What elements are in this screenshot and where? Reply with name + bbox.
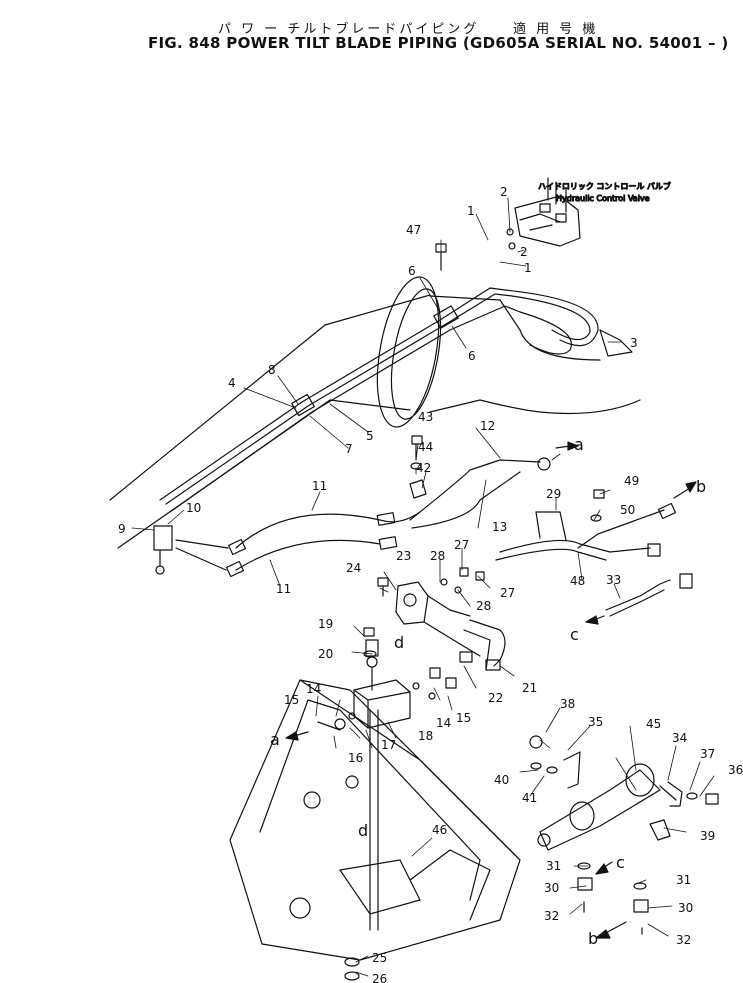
callout-12: 12 (480, 419, 495, 433)
connector-b: b (696, 477, 706, 496)
callout-30: 30 (678, 901, 693, 915)
arrow-b-bottom (595, 929, 611, 939)
callout-26: 26 (372, 972, 387, 983)
callout-45: 45 (646, 717, 661, 731)
small-fittings (344, 228, 719, 981)
callout-31: 31 (676, 873, 691, 887)
callout-21: 21 (522, 681, 537, 695)
callout-5: 5 (366, 429, 374, 443)
arrow-c-bottom (595, 863, 609, 875)
frame-pipes (159, 287, 633, 513)
callout-8: 8 (268, 363, 276, 377)
callout-13: 13 (492, 520, 507, 534)
pipes-29-33-48 (495, 502, 693, 617)
callout-1: 1 (467, 204, 475, 218)
connector-a: a (270, 730, 280, 749)
callout-39: 39 (700, 829, 715, 843)
applicable-serial-jp: 適 用 号 機 (513, 22, 599, 37)
callout-24: 24 (346, 561, 361, 575)
callout-35: 35 (588, 715, 603, 729)
callout-16: 16 (348, 751, 363, 765)
callout-38: 38 (560, 697, 575, 711)
connector-b: b (588, 929, 598, 948)
callout-2: 2 (500, 185, 508, 199)
callout-31: 31 (546, 859, 561, 873)
arrow-c-left (585, 615, 599, 625)
callout-50: 50 (620, 503, 635, 517)
callout-49: 49 (624, 474, 639, 488)
callout-48: 48 (570, 574, 585, 588)
figure-title: FIG. 848 POWER TILT BLADE PIPING (GD605A… (148, 34, 729, 52)
hydraulic-control-valve (514, 177, 581, 247)
connector-a: a (574, 435, 584, 454)
callout-14: 14 (436, 716, 451, 730)
callout-44: 44 (418, 440, 433, 454)
callout-11: 11 (312, 479, 327, 493)
callout-1: 1 (524, 261, 532, 275)
callout-7: 7 (345, 442, 353, 456)
connector-c: c (570, 625, 579, 644)
callout-15: 15 (284, 693, 299, 707)
callout-41: 41 (522, 791, 537, 805)
callout-4: 4 (228, 376, 236, 390)
title-japanese: パ ワ ー チルトブレードパイピング 適 用 号 機 (218, 18, 728, 37)
arrow-a-left (285, 731, 299, 741)
connection-arrows (285, 441, 697, 939)
callout-34: 34 (672, 731, 687, 745)
callout-47: 47 (406, 223, 421, 237)
callout-11: 11 (276, 582, 291, 596)
callout-28: 28 (430, 549, 445, 563)
callout-43: 43 (418, 410, 433, 424)
hoses-11-12-13 (175, 457, 551, 578)
callout-40: 40 (494, 773, 509, 787)
valve-label-jp: ハイドロリック コントロール バルブ (538, 181, 671, 191)
connector-d: d (358, 821, 368, 840)
arrow-a-top (567, 441, 579, 451)
callout-33: 33 (606, 573, 621, 587)
callout-19: 19 (318, 617, 333, 631)
callout-6: 6 (408, 264, 416, 278)
callout-2: 2 (520, 245, 528, 259)
callout-23: 23 (396, 549, 411, 563)
connector-c: c (616, 853, 625, 872)
callout-3: 3 (630, 336, 638, 350)
machine-frame (109, 276, 641, 549)
callout-6: 6 (468, 349, 476, 363)
valve-label-en: Hydraulic Control Valve (556, 194, 650, 203)
clamps (153, 305, 459, 575)
callout-25: 25 (372, 951, 387, 965)
callout-42: 42 (416, 461, 431, 475)
callout-14: 14 (306, 682, 321, 696)
callout-30: 30 (544, 881, 559, 895)
title-jp-text: パ ワ ー チルトブレードパイピング (218, 22, 480, 37)
leader-lines (131, 197, 715, 977)
callout-27: 27 (454, 538, 469, 552)
callout-10: 10 (186, 501, 201, 515)
callout-15: 15 (456, 711, 471, 725)
callout-32: 32 (676, 933, 691, 947)
callout-18: 18 (418, 729, 433, 743)
callout-46: 46 (432, 823, 447, 837)
cylinder-45 (537, 751, 683, 851)
callout-32: 32 (544, 909, 559, 923)
connector-d: d (394, 633, 404, 652)
callout-37: 37 (700, 747, 715, 761)
callout-29: 29 (546, 487, 561, 501)
callout-17: 17 (381, 738, 396, 752)
arrow-b-top (685, 481, 697, 493)
callout-28: 28 (476, 599, 491, 613)
callout-36: 36 (728, 763, 743, 777)
callout-22: 22 (488, 691, 503, 705)
callout-27: 27 (500, 586, 515, 600)
callout-9: 9 (118, 522, 126, 536)
blade-frame (229, 679, 521, 961)
callout-20: 20 (318, 647, 333, 661)
valve-23 (395, 581, 506, 671)
